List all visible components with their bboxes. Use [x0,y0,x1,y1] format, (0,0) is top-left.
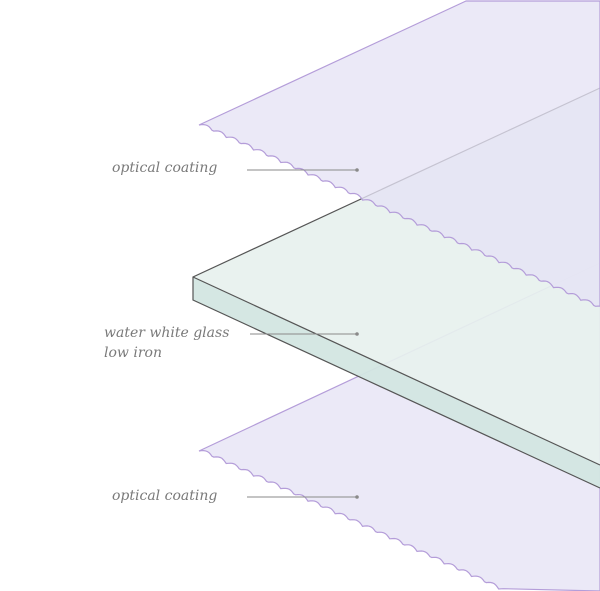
leader-dot [355,168,359,172]
label-glass-line1: water white glass [104,325,230,341]
glass-front-edge [192,276,600,466]
leader-dot [355,332,359,336]
label-glass-line2: low iron [104,345,162,361]
label-top-coating: optical coating [112,160,218,176]
label-bottom-coating: optical coating [112,488,218,504]
top-optical-coating-layer [198,0,600,307]
glass-side-face [193,277,600,488]
leader-lines [247,168,359,499]
leader-dot [355,495,359,499]
